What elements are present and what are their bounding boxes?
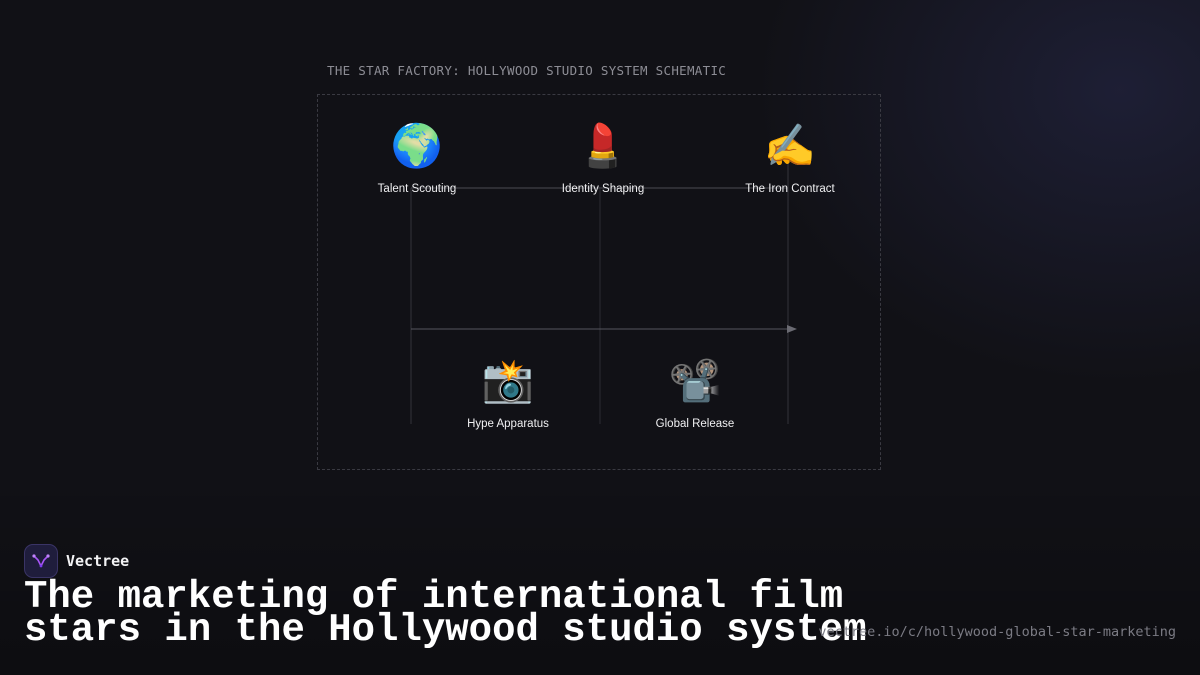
- node-label: Global Release: [655, 418, 735, 430]
- headline-line-1: The marketing of international film: [24, 575, 844, 619]
- lipstick-icon: 💄: [576, 121, 630, 170]
- writing-hand-icon: ✍️: [763, 121, 817, 170]
- headline: The marketing of international film star…: [24, 575, 867, 652]
- node-talent-scouting: 🌍 Talent Scouting: [337, 121, 497, 195]
- diagram-frame: [317, 94, 881, 470]
- node-label: Identity Shaping: [561, 183, 645, 195]
- node-identity-shaping: 💄 Identity Shaping: [523, 121, 683, 195]
- headline-line-2: stars in the Hollywood studio system: [24, 608, 867, 652]
- vectree-logo-icon: [24, 544, 58, 578]
- node-label: The Iron Contract: [745, 183, 835, 195]
- node-label: Talent Scouting: [377, 183, 457, 195]
- brand-name: Vectree: [66, 552, 130, 570]
- camera-flash-icon: 📸: [481, 356, 535, 405]
- source-url[interactable]: vectree.io/c/hollywood-global-star-marke…: [818, 624, 1176, 640]
- node-label: Hype Apparatus: [467, 418, 549, 430]
- node-hype-apparatus: 📸 Hype Apparatus: [428, 356, 588, 430]
- film-projector-icon: 📽️: [668, 356, 722, 405]
- brand: Vectree: [24, 544, 129, 578]
- node-global-release: 📽️ Global Release: [615, 356, 775, 430]
- diagram-title: THE STAR FACTORY: HOLLYWOOD STUDIO SYSTE…: [327, 63, 727, 78]
- node-iron-contract: ✍️ The Iron Contract: [710, 121, 870, 195]
- globe-icon: 🌍: [390, 121, 444, 170]
